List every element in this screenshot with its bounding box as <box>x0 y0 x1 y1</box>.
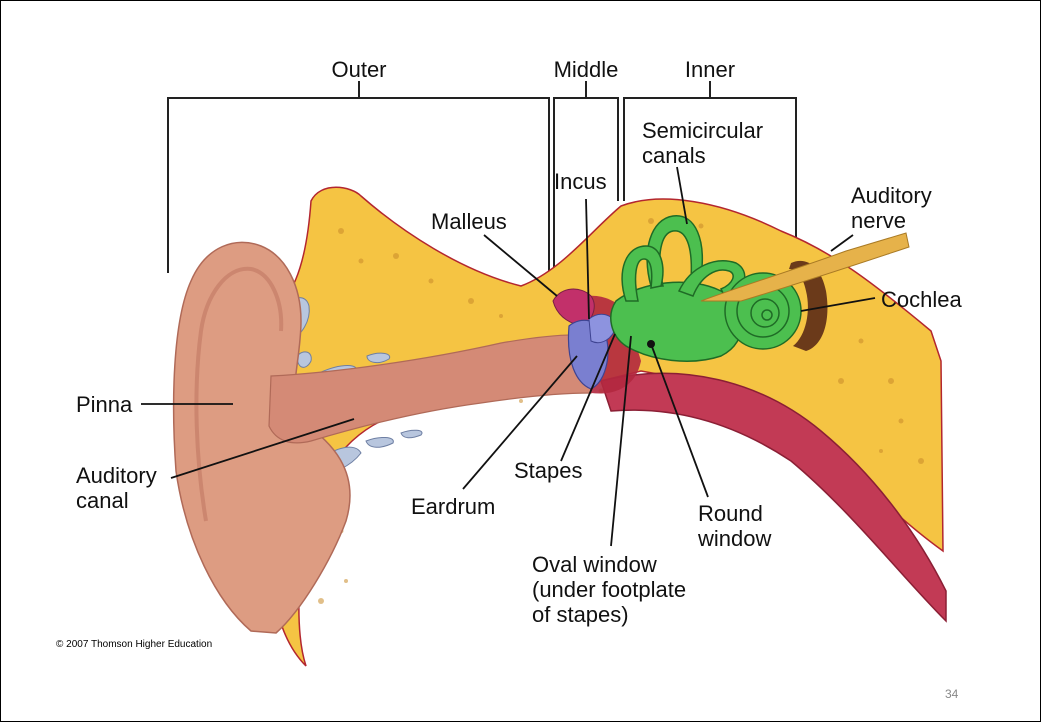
label-incus: Incus <box>554 169 607 194</box>
copyright-text: © 2007 Thomson Higher Education <box>56 639 212 650</box>
label-auditory-nerve-1: Auditory <box>851 183 932 208</box>
label-round-window-1: Round <box>698 501 763 526</box>
label-auditory-canal-1: Auditory <box>76 463 157 488</box>
round-window-dot <box>647 340 655 348</box>
label-stapes: Stapes <box>514 458 583 483</box>
label-oval-window-3: of stapes) <box>532 602 629 627</box>
page-number: 34 <box>945 687 959 701</box>
label-oval-window-2: (under footplate <box>532 577 686 602</box>
section-middle: Middle <box>554 57 619 82</box>
label-eardrum: Eardrum <box>411 494 495 519</box>
label-malleus: Malleus <box>431 209 507 234</box>
label-auditory-nerve-2: nerve <box>851 208 906 233</box>
label-round-window-2: window <box>697 526 771 551</box>
label-semicircular-canals-1: Semicircular <box>642 118 763 143</box>
section-inner: Inner <box>685 57 735 82</box>
label-pinna: Pinna <box>76 392 133 417</box>
section-outer: Outer <box>331 57 386 82</box>
label-semicircular-canals-2: canals <box>642 143 706 168</box>
label-cochlea: Cochlea <box>881 287 962 312</box>
label-oval-window-1: Oval window <box>532 552 657 577</box>
label-auditory-canal-2: canal <box>76 488 129 513</box>
